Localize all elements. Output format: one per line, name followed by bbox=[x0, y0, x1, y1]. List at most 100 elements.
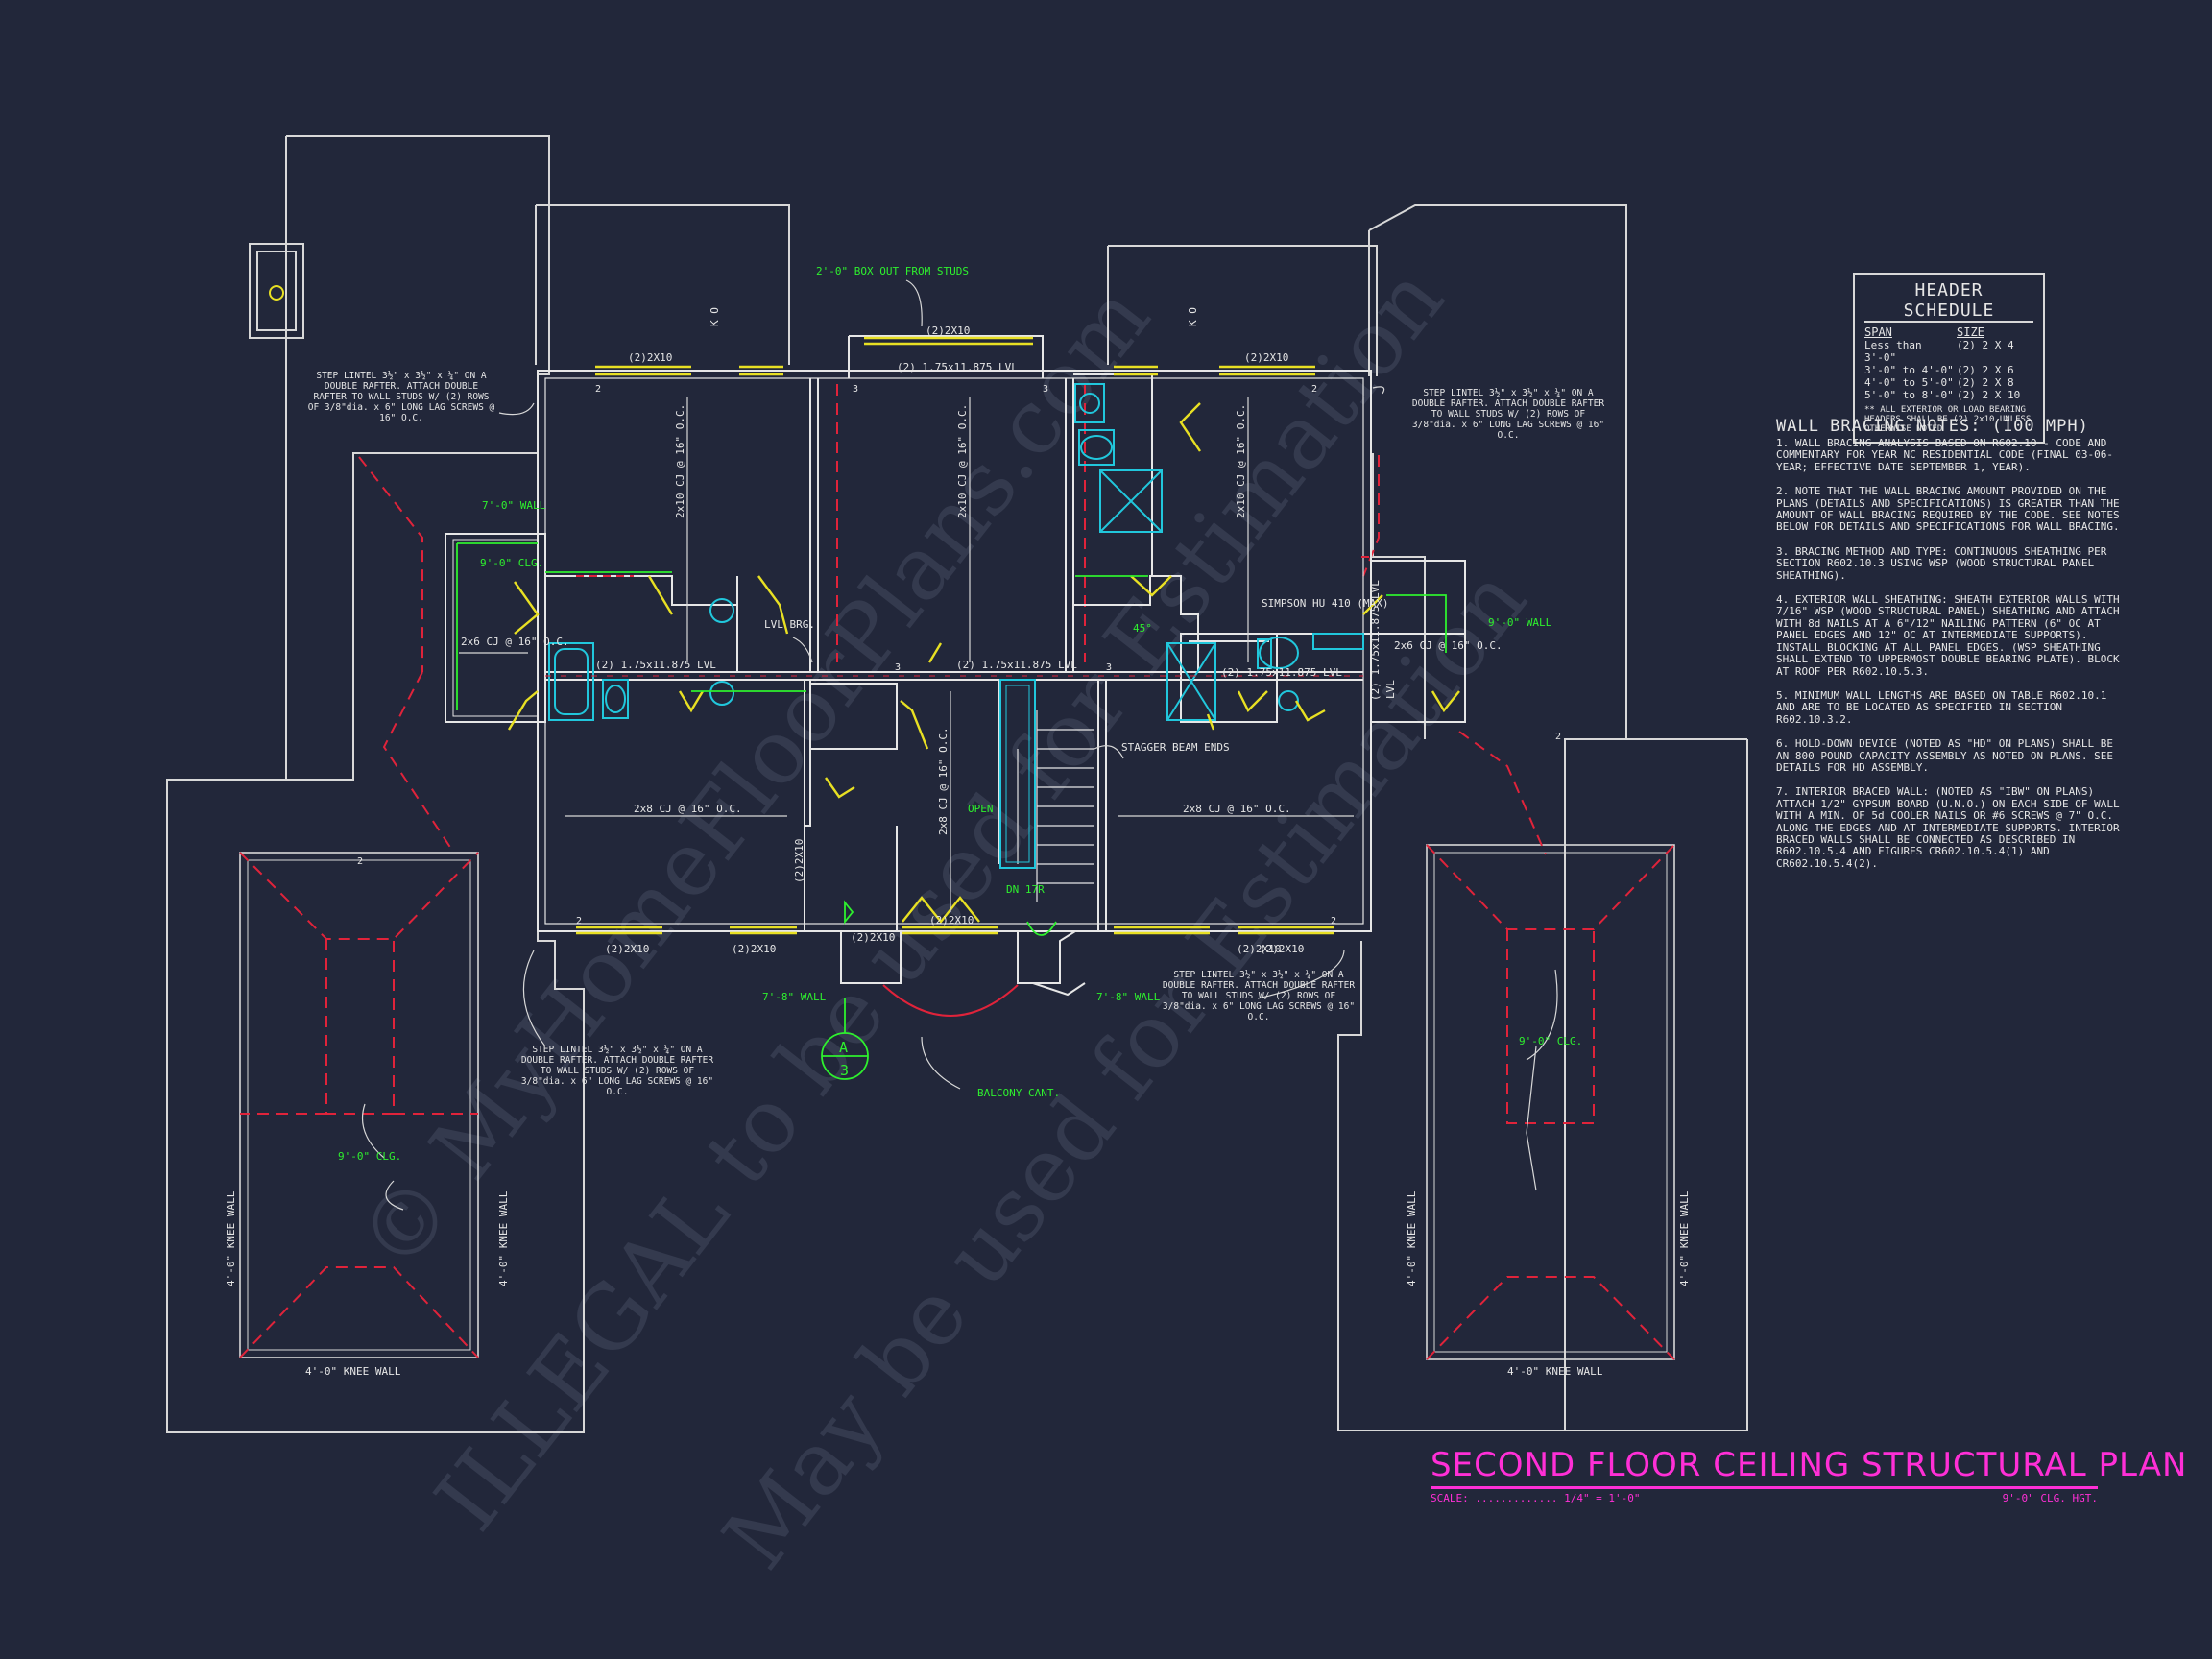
table-row: 4'-0" to 5'-0"(2) 2 X 8 bbox=[1864, 376, 2033, 389]
wall-7-0-label: 7'-0" WALL bbox=[482, 499, 546, 512]
post-num-4: 2 bbox=[1311, 384, 1317, 395]
size-cell: (2) 2 X 8 bbox=[1957, 376, 2014, 389]
open-label: OPEN bbox=[968, 803, 994, 815]
header-label-balcony-left: (2)2X10 bbox=[851, 931, 895, 944]
wall-bracing-note-1: 1. WALL BRACING ANALYSIS BASED ON R602.1… bbox=[1776, 437, 2113, 473]
lvl-brg-label: LVL BRG. bbox=[764, 618, 815, 631]
header-schedule: HEADER SCHEDULE SPAN SIZE Less than 3'-0… bbox=[1853, 273, 2045, 444]
knee-wall-bottom-left: 4'-0" KNEE WALL bbox=[305, 1365, 401, 1378]
cj-2x6-right: 2x6 CJ @ 16" O.C. bbox=[1394, 639, 1503, 652]
title-subline: SCALE: ............. 1/4" = 1'-0" 9'-0" … bbox=[1431, 1492, 2098, 1504]
post-num-5: 3 bbox=[895, 662, 901, 673]
knee-wall-vert-1: 4'-0" KNEE WALL bbox=[225, 1190, 237, 1286]
hip-lines bbox=[239, 384, 1675, 1360]
lvl-vertical-label: (2) 1.75x11.875 LVL bbox=[1369, 580, 1382, 701]
span-cell: 5'-0" to 8'-0" bbox=[1864, 389, 1954, 401]
post-num-10: 2 bbox=[1331, 916, 1336, 926]
header-schedule-note: ** ALL EXTERIOR OR LOAD BEARING HEADERS … bbox=[1864, 405, 2032, 434]
knee-wall-bottom-right: 4'-0" KNEE WALL bbox=[1507, 1365, 1603, 1378]
ceiling-height-label: 9'-0" CLG. HGT. bbox=[2002, 1492, 2098, 1504]
header-schedule-title: HEADER SCHEDULE bbox=[1864, 280, 2033, 323]
step-lintel-notes: STEP LINTEL 3½" x 3½" x ¼" ON A DOUBLE R… bbox=[307, 371, 1604, 1097]
span-column-header: SPAN bbox=[1864, 325, 1892, 339]
post-num-8: 2 bbox=[1555, 732, 1561, 742]
wall-bracing-note-3: 3. BRACING METHOD AND TYPE: CONTINUOUS S… bbox=[1776, 544, 2107, 582]
clg-9-0-knee-right: 9'-0" CLG. bbox=[1519, 1035, 1582, 1047]
knee-wall-vert-3: 4'-0" KNEE WALL bbox=[1406, 1190, 1418, 1286]
plumbing-fixtures bbox=[548, 383, 1364, 869]
beams bbox=[545, 556, 1371, 1017]
table-row: 5'-0" to 8'-0"(2) 2 X 10 bbox=[1864, 389, 2033, 401]
lvl-mid-label-center: (2) 1.75x11.875 LVL bbox=[956, 659, 1077, 671]
post-num-6: 3 bbox=[1106, 662, 1112, 673]
header-label-top-1: (2)2X10 bbox=[628, 351, 672, 364]
cj-2x10-left: 2x10 CJ @ 16" O.C. bbox=[674, 404, 686, 518]
k-o-label-left: K O bbox=[709, 307, 721, 326]
cj-2x10-right: 2x10 CJ @ 16" O.C. bbox=[1235, 404, 1247, 518]
green-details bbox=[456, 542, 1447, 1080]
wall-bracing-note-7: 7. INTERIOR BRACED WALL: (NOTED AS "IBW"… bbox=[1776, 785, 2120, 870]
section-a-label: A bbox=[839, 1039, 848, 1056]
wall-bracing-notes: WALL BRACING NOTES: (100 MPH) 1. WALL BR… bbox=[1776, 417, 2122, 882]
stair bbox=[1017, 710, 1094, 902]
knee-walls bbox=[239, 844, 1675, 1360]
stagger-label: STAGGER BEAM ENDS bbox=[1121, 741, 1230, 754]
post-num-9: 2 bbox=[576, 916, 582, 926]
step-lintel-note-3: STEP LINTEL 3½" x 3½" x ¼" ON A DOUBLE R… bbox=[1162, 970, 1356, 1022]
step-lintel-note-4: STEP LINTEL 3½" x 3½" x ¼" ON A DOUBLE R… bbox=[520, 1045, 714, 1097]
clg-9-0-left-label: 9'-0" CLG. bbox=[480, 557, 543, 569]
drawing-title: SECOND FLOOR CEILING STRUCTURAL PLAN bbox=[1431, 1446, 2186, 1489]
size-column-header: SIZE bbox=[1957, 325, 1984, 339]
cj-2x8-center: 2x8 CJ @ 16" O.C. bbox=[937, 727, 950, 835]
header-label-top-3: (2)2X10 bbox=[1244, 351, 1288, 364]
deg-45-label: 45° bbox=[1133, 622, 1152, 635]
wall-9-0-label: 9'-0" WALL bbox=[1488, 616, 1552, 629]
span-cell: Less than 3'-0" bbox=[1864, 339, 1922, 364]
post-num-2: 3 bbox=[853, 384, 858, 395]
header-label-bottom-1: (2)2X10 bbox=[605, 943, 649, 955]
cj-2x8-left: 2x8 CJ @ 16" O.C. bbox=[634, 803, 742, 815]
balcony-label: BALCONY CANT. bbox=[977, 1087, 1060, 1099]
step-lintel-note-1: STEP LINTEL 3½" x 3½" x ¼" ON A DOUBLE R… bbox=[307, 371, 495, 423]
plan-labels: 2'-0" BOX OUT FROM STUDS (2)2X10 (2)2X10… bbox=[225, 265, 1691, 1378]
wall-bracing-note-5: 5. MINIMUM WALL LENGTHS ARE BASED ON TAB… bbox=[1776, 688, 2107, 726]
clg-9-0-knee-left: 9'-0" CLG. bbox=[338, 1150, 401, 1163]
dn-17r-label: DN 17R bbox=[1006, 883, 1045, 896]
section-3-label: 3 bbox=[840, 1062, 849, 1079]
lvl-top-label: (2) 1.75x11.875 LVL bbox=[897, 361, 1018, 373]
size-cell: (2) 2 X 6 bbox=[1957, 364, 2014, 376]
span-cell: 4'-0" to 5'-0" bbox=[1864, 376, 1954, 389]
header-label-top-2: (2)2X10 bbox=[926, 325, 970, 337]
wall-7-8-left-label: 7'-8" WALL bbox=[762, 991, 827, 1003]
knee-wall-vert-2: 4'-0" KNEE WALL bbox=[497, 1190, 510, 1286]
header-label-bottom-4: (2)2X10 bbox=[1260, 943, 1304, 955]
post-num-3: 3 bbox=[1043, 384, 1048, 395]
lvl-mid-label-left: (2) 1.75x11.875 LVL bbox=[595, 659, 716, 671]
wall-bracing-note-2: 2. NOTE THAT THE WALL BRACING AMOUNT PRO… bbox=[1776, 485, 2120, 534]
header-label-bottom-3: (2)2X10 bbox=[1237, 943, 1281, 955]
scale-label: SCALE: ............. 1/4" = 1'-0" bbox=[1431, 1492, 1641, 1504]
lvl-label: LVL bbox=[1384, 680, 1397, 699]
size-cell: (2) 2 X 10 bbox=[1957, 389, 2021, 401]
lvl-mid-label-right: (2) 1.75x11.875 LVL bbox=[1221, 666, 1342, 679]
header-label-vertical: (2)2X10 bbox=[793, 839, 805, 883]
cj-2x6-left: 2x6 CJ @ 16" O.C. bbox=[461, 636, 569, 648]
knee-wall-vert-4: 4'-0" KNEE WALL bbox=[1678, 1190, 1691, 1286]
header-schedule-head: SPAN SIZE bbox=[1864, 326, 2033, 339]
title-block: SECOND FLOOR CEILING STRUCTURAL PLAN SCA… bbox=[1431, 1446, 2186, 1504]
post-num-7: 2 bbox=[357, 856, 363, 867]
roof-outline bbox=[166, 135, 1748, 1433]
span-arrows bbox=[459, 397, 1354, 912]
post-num-1: 2 bbox=[595, 384, 601, 395]
size-cell: (2) 2 X 4 bbox=[1957, 339, 2014, 351]
cj-2x10-center: 2x10 CJ @ 16" O.C. bbox=[956, 404, 969, 518]
header-label-bottom-2: (2)2X10 bbox=[732, 943, 776, 955]
wall-7-8-right-label: 7'-8" WALL bbox=[1096, 991, 1161, 1003]
wall-bracing-note-4: 4. EXTERIOR WALL SHEATHING: SHEATH EXTER… bbox=[1776, 593, 2120, 678]
k-o-label-right: K O bbox=[1187, 307, 1199, 326]
simpson-label: SIMPSON HU 410 (MAX) bbox=[1262, 597, 1388, 610]
table-row: 3'-0" to 4'-0"(2) 2 X 6 bbox=[1864, 364, 2033, 376]
wall-bracing-title: WALL BRACING NOTES: (100 MPH) bbox=[1776, 417, 2089, 436]
walls bbox=[445, 335, 1466, 997]
